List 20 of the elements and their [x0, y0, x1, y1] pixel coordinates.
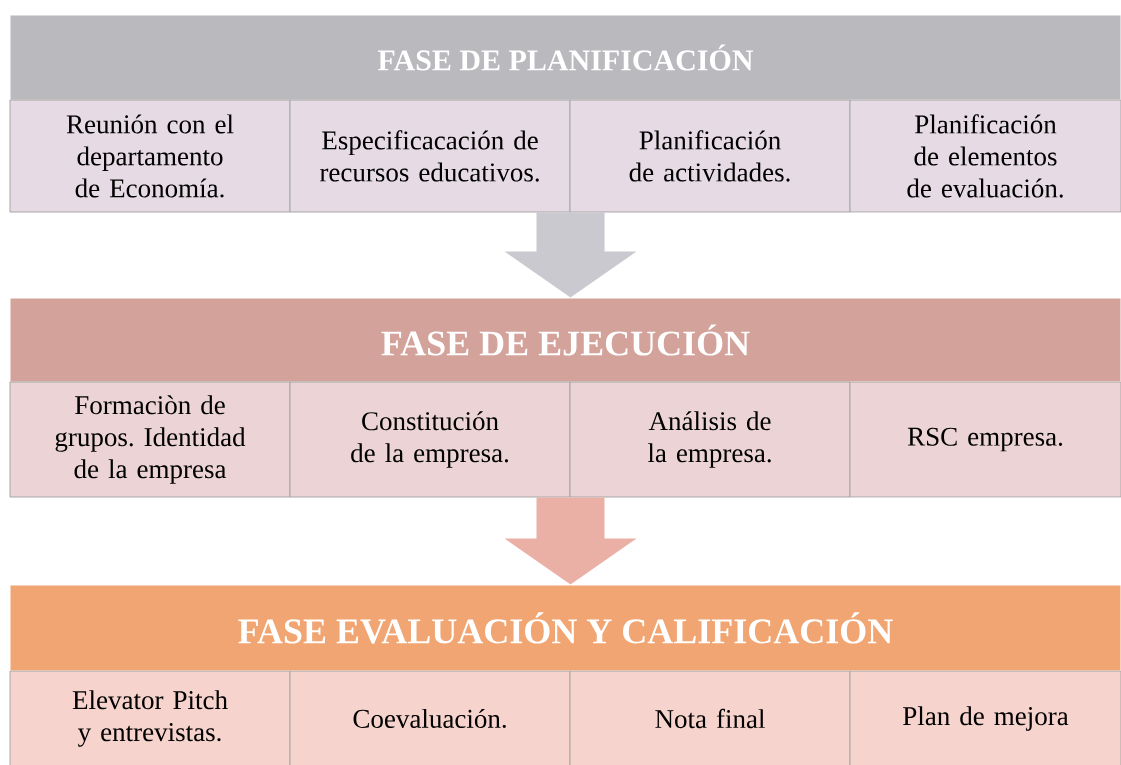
step-box: Constitución de la empresa.: [289, 381, 571, 498]
block-arrow: [504, 497, 637, 585]
block-arrow: [504, 212, 637, 298]
step-box: RSC empresa.: [849, 381, 1121, 498]
node-label: Elevator Pitch y entrevistas.: [72, 690, 228, 747]
node-label: Coevaluación.: [353, 708, 506, 729]
step-box: Especificacación de recursos educativos.: [289, 99, 571, 213]
step-box: Análisis de la empresa.: [569, 381, 851, 498]
phase-header-band: FASE EVALUACIÓN Y CALIFICACIÓN: [9, 584, 1121, 672]
step-box: Planificación de actividades.: [569, 99, 851, 213]
phase-header-band: FASE DE PLANIFICACIÓN: [9, 14, 1121, 101]
step-box: Reunión con el departamento de Economía.: [9, 99, 291, 213]
step-box: Coevaluación.: [289, 670, 571, 765]
step-box: Plan de mejora: [849, 670, 1121, 765]
step-box: Planificación de elementos de evaluación.: [849, 99, 1121, 213]
step-box: Formaciòn de grupos. Identidad de la empresa: [9, 381, 291, 498]
node-label: Nota final: [655, 708, 765, 729]
phase-header-band: FASE DE EJECUCIÓN: [9, 297, 1121, 383]
step-box: Elevator Pitch y entrevistas.: [9, 670, 291, 765]
step-box: Nota final: [569, 670, 851, 765]
